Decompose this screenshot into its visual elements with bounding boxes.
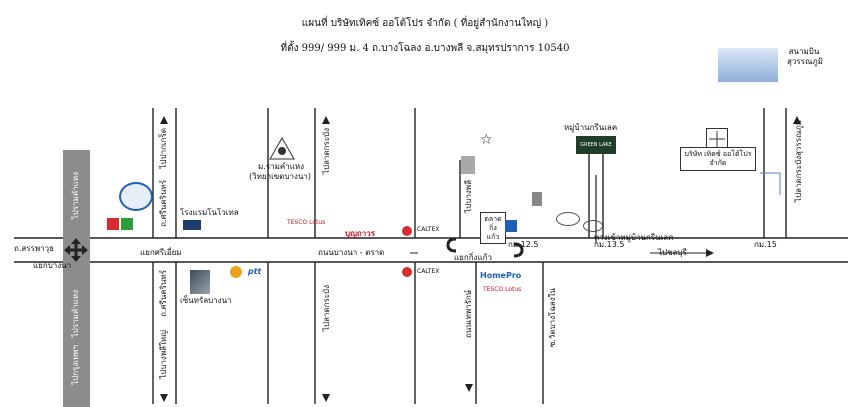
gray-bldg-2: [532, 192, 542, 206]
novotel-logo: [183, 220, 201, 230]
ramkhamhaeng-univ: ม.รามคำแหง: [258, 162, 305, 171]
company-address: ที่ตั้ง 999/ 999 ม. 4 ถ.บางโฉลง อ.บางพลี…: [280, 43, 570, 54]
green-lake-entrance: ทางเข้าหมู่บ้านกรีนเลค: [594, 233, 674, 242]
central-tower-icon: [190, 270, 210, 294]
central-tower-label: เซ็นทรัลบางนา: [180, 296, 232, 305]
road-label-to-pakkret: ไปปากเกร็ด: [159, 128, 168, 169]
red-logo: [107, 218, 119, 230]
university-icon: [268, 136, 296, 161]
ramkhamhaeng-sub: (วิทยาเขตบางนา): [249, 172, 312, 181]
road-label-to-bangpli-yai: ไปบางพลีใหญ่: [159, 330, 168, 379]
km-12-5: กม.12.5: [508, 240, 539, 249]
caltex-bottom-label: CALTEX: [417, 268, 440, 275]
homepro-label: HomePro: [480, 271, 522, 280]
emblem-logo: [119, 182, 153, 211]
road-label-suvarnabhumi: ไปลาดกระบังสุวรรณภูมิ: [794, 120, 803, 203]
kingkaew-junction: แยกกิ่งแก้ว: [454, 253, 492, 262]
tesco-left-label: TESCO Lotus: [287, 219, 326, 226]
ford-icon: [583, 220, 603, 232]
shell-icon: [230, 266, 242, 278]
kingkaew-market: ตลาดกิ่งแก้ว: [480, 212, 506, 245]
mazda-icon: [556, 212, 580, 226]
caltex-bottom-icon: [402, 267, 412, 277]
green-logo: [121, 218, 133, 230]
bangna-junction: แยกบางนา: [33, 261, 72, 270]
expressway-label-top: ไปรามคำแหง: [71, 172, 80, 220]
road-label-sanpawut: ถ.สรรพาวุธ: [14, 244, 55, 253]
map-title: แผนที่ บริษัทเทิคซ์ ออโต้โปร จำกัด ( ที่…: [301, 18, 549, 29]
star-icon: ☆: [480, 132, 493, 148]
ptt-logo: ptt: [248, 267, 262, 276]
bunpuan-label: บุญถาวร: [345, 229, 376, 238]
road-label-wat-bang-chalong: ซ.วัดบางโฉลงใน: [548, 288, 557, 348]
road-label-thepharak: ถนนเทพารักษ์: [464, 290, 473, 338]
km-13-5: กม.13.5: [594, 240, 625, 249]
road-label-ladkrabang-left: ไปลาดกระบัง: [322, 128, 331, 175]
green-lake-label: หมู่บ้านกรีนเลค: [564, 123, 618, 132]
srieam-junction: แยกศรีเอี่ยม: [140, 248, 182, 257]
road-label-srinakarin-bottom: ถ.ศรีนครินทร์: [159, 270, 168, 317]
green-lake-sign: GREEN LAKE: [576, 136, 616, 154]
company-name: บริษัท เทิคซ์ ออโต้โปร จำกัด: [680, 147, 756, 171]
road-label-to-bangplee: ไปบางพลี: [464, 180, 473, 213]
road-label-srinakarin-top: ถ.ศรีนครินทร์: [159, 180, 168, 227]
novotel-label: โรงแรมโนโวเทล: [180, 208, 239, 217]
expressway-label-bottom: ไปกรุงเทพฯ: [71, 345, 80, 385]
expressway-label-mid: ไปรามคำแหง: [71, 290, 80, 338]
road-label-to-chonburi: ไปชลบุรี: [658, 248, 687, 257]
airport-image: [718, 48, 778, 82]
gray-building: [461, 156, 475, 174]
expressway-bar: [63, 150, 90, 407]
airport-name: สนามบิน สุวรรณภูมิ: [784, 45, 824, 69]
tesco-right-label: TESCO Lotus: [483, 286, 522, 293]
caltex-top-label: CALTEX: [417, 226, 440, 233]
km-15: กม.15: [754, 240, 777, 249]
road-label-bangna-trat: ถนนบางนา - ตราด: [318, 248, 385, 257]
caltex-top-icon: [402, 226, 412, 236]
blue-sign-icon: [505, 220, 517, 232]
road-label-ladkrabang-left-bottom: ไปลาดกระบัง: [322, 285, 331, 332]
